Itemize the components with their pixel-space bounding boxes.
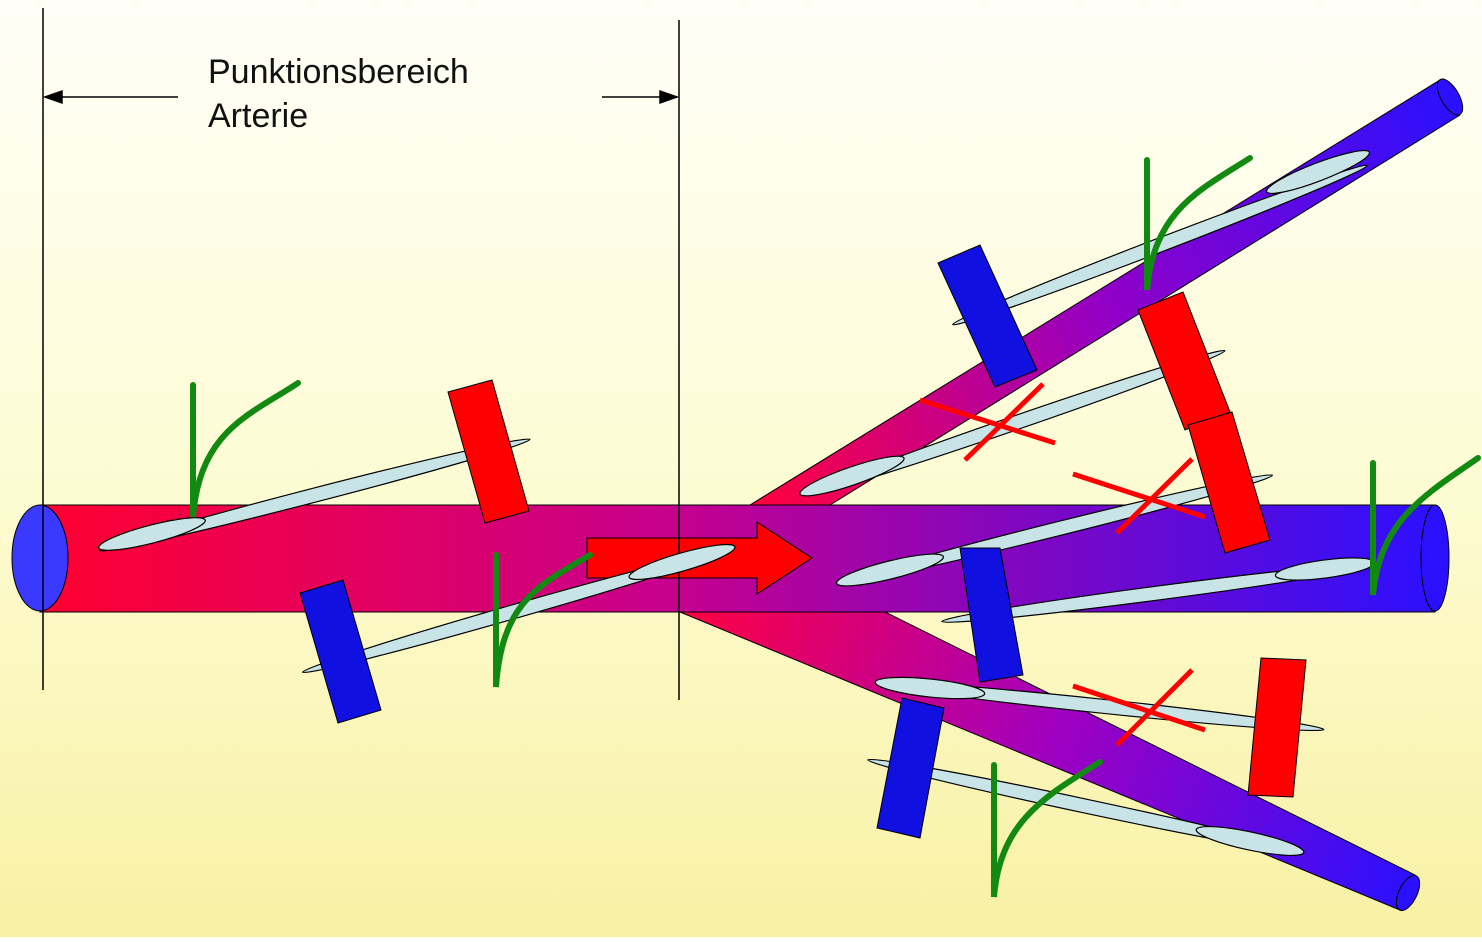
needle [99,438,531,552]
lower-branch-vessel [679,611,1421,912]
check-mark-icon [190,155,1481,898]
cross-mark-icon [919,382,1206,747]
puncture-region-marker [42,8,680,700]
label-line-2: Arterie [208,97,309,135]
upper-branch-vessel [748,78,1464,506]
puncture-region-label: Punktionsbereich Arterie [208,50,469,138]
hourglass-marker-icon [299,244,1307,839]
vessel-cross-section [11,504,69,612]
label-line-1: Punktionsbereich [208,53,469,91]
